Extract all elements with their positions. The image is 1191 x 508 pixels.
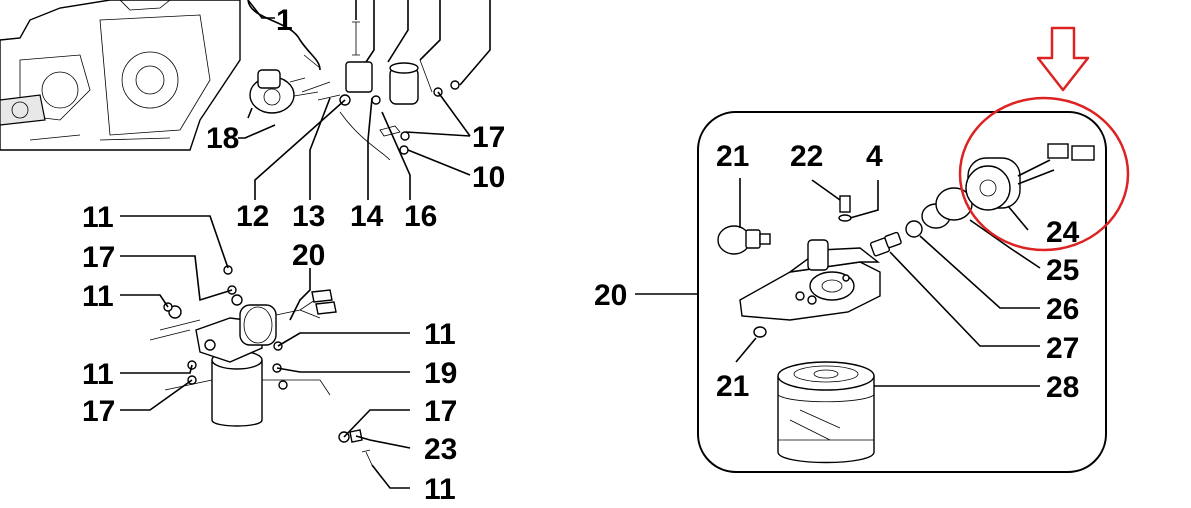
label-16: 16 — [404, 200, 437, 233]
label-17-d: 17 — [424, 395, 457, 428]
part-27-nipple — [869, 231, 902, 257]
part-25-oring — [921, 187, 973, 229]
filter-head — [739, 239, 881, 321]
label-20-detail: 20 — [594, 279, 627, 312]
label-19: 19 — [424, 357, 457, 390]
label-24: 24 — [1046, 216, 1080, 249]
part-22-bleed-screw — [838, 195, 852, 222]
part-26-seal — [905, 220, 923, 238]
label-28: 28 — [1046, 371, 1079, 404]
label-23: 23 — [424, 433, 457, 466]
label-12: 12 — [236, 200, 269, 233]
label-17-top: 17 — [472, 121, 505, 154]
label-22: 22 — [790, 140, 823, 173]
label-11-c: 11 — [424, 318, 456, 351]
detail-frame — [697, 111, 1107, 473]
part-28-filter-cartridge — [777, 361, 875, 464]
label-17-c: 17 — [82, 395, 115, 428]
label-25: 25 — [1046, 254, 1079, 287]
label-21-top: 21 — [716, 140, 749, 173]
part-24-heater — [965, 143, 1095, 211]
label-11-b: 11 — [82, 280, 114, 313]
top-fittings — [301, 21, 460, 161]
label-27: 27 — [1046, 332, 1079, 365]
label-11-a: 11 — [82, 201, 114, 234]
label-17-b: 17 — [82, 241, 115, 274]
label-21-bottom: 21 — [716, 370, 749, 403]
transmission-housing — [0, 0, 241, 151]
label-1: 1 — [276, 4, 293, 37]
label-26: 26 — [1046, 293, 1079, 326]
down-arrow-icon — [1036, 26, 1090, 92]
label-18: 18 — [206, 122, 239, 155]
label-13: 13 — [292, 200, 325, 233]
label-11-d: 11 — [82, 358, 114, 391]
label-20-small: 20 — [292, 239, 325, 272]
label-4: 4 — [866, 140, 883, 173]
label-11-e: 11 — [424, 473, 456, 506]
label-10: 10 — [472, 161, 505, 194]
filter-assembly-small — [149, 265, 373, 466]
part-21-sensor — [717, 225, 771, 255]
highlight-circle — [958, 96, 1130, 252]
part-21-washer — [753, 326, 767, 338]
label-14: 14 — [350, 200, 384, 233]
lift-pump — [247, 0, 321, 119]
